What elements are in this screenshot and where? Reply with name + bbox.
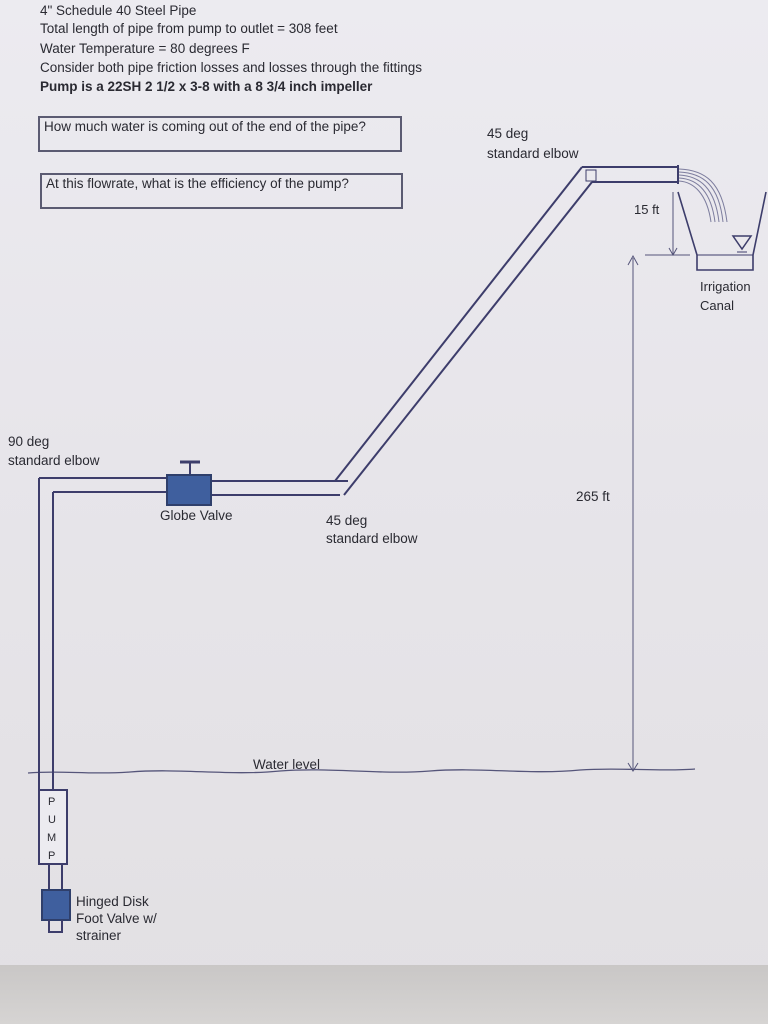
- height-265ft-label: 265 ft: [576, 489, 610, 504]
- water-temp-text: Water Temperature = 80 degrees F: [40, 41, 250, 56]
- lower-elbow-label-1: 45 deg: [326, 513, 368, 528]
- question-box-efficiency: At this flowrate, what is the efficiency…: [40, 173, 403, 209]
- foot-valve-label-3: strainer: [76, 928, 122, 943]
- question-efficiency-text: At this flowrate, what is the efficiency…: [46, 176, 349, 191]
- outlet-pipe: [582, 165, 679, 184]
- pipe-length-text: Total length of pipe from pump to outlet…: [40, 21, 338, 36]
- irrigation-canal: [677, 191, 767, 271]
- pump-letter-u: U: [48, 814, 56, 826]
- foot-valve: [41, 864, 71, 933]
- foot-valve-label-1: Hinged Disk: [76, 894, 149, 909]
- globe-valve: [166, 460, 212, 506]
- pipe-spec-text: 4" Schedule 40 Steel Pipe: [40, 3, 197, 18]
- inclined-pipe: [334, 166, 593, 496]
- pump-letter-p2: P: [48, 850, 55, 862]
- pump-letter-m: M: [47, 832, 56, 844]
- pump-spec-text: Pump is a 22SH 2 1/2 x 3-8 with a 8 3/4 …: [40, 79, 373, 94]
- top-elbow-label-2: standard elbow: [487, 146, 579, 161]
- pump-body: [38, 789, 68, 865]
- canal-label-2: Canal: [700, 298, 734, 313]
- table-surface: [0, 965, 768, 1024]
- globe-valve-label: Globe Valve: [160, 508, 233, 523]
- dimension-265ft: [627, 254, 639, 772]
- top-elbow-label-1: 45 deg: [487, 126, 529, 141]
- left-elbow-label-1: 90 deg: [8, 434, 50, 449]
- losses-text: Consider both pipe friction losses and l…: [40, 60, 422, 75]
- water-surface-triangle-icon: [731, 235, 753, 251]
- foot-valve-label-2: Foot Valve w/: [76, 911, 157, 926]
- question-box-flow: How much water is coming out of the end …: [38, 116, 402, 152]
- discharge-stream: [678, 168, 728, 223]
- dimension-15ft: [645, 192, 690, 257]
- canal-label-1: Irrigation: [700, 279, 751, 294]
- height-15ft-label: 15 ft: [634, 202, 660, 217]
- vertical-pipe: [38, 478, 54, 790]
- pump-letter-p1: P: [48, 796, 55, 808]
- water-level-line: [27, 768, 696, 774]
- water-level-label: Water level: [253, 757, 321, 772]
- question-flow-text: How much water is coming out of the end …: [44, 119, 366, 134]
- left-elbow-label-2: standard elbow: [8, 453, 100, 468]
- lower-elbow-label-2: standard elbow: [326, 531, 418, 546]
- horizontal-pipe: [39, 477, 348, 496]
